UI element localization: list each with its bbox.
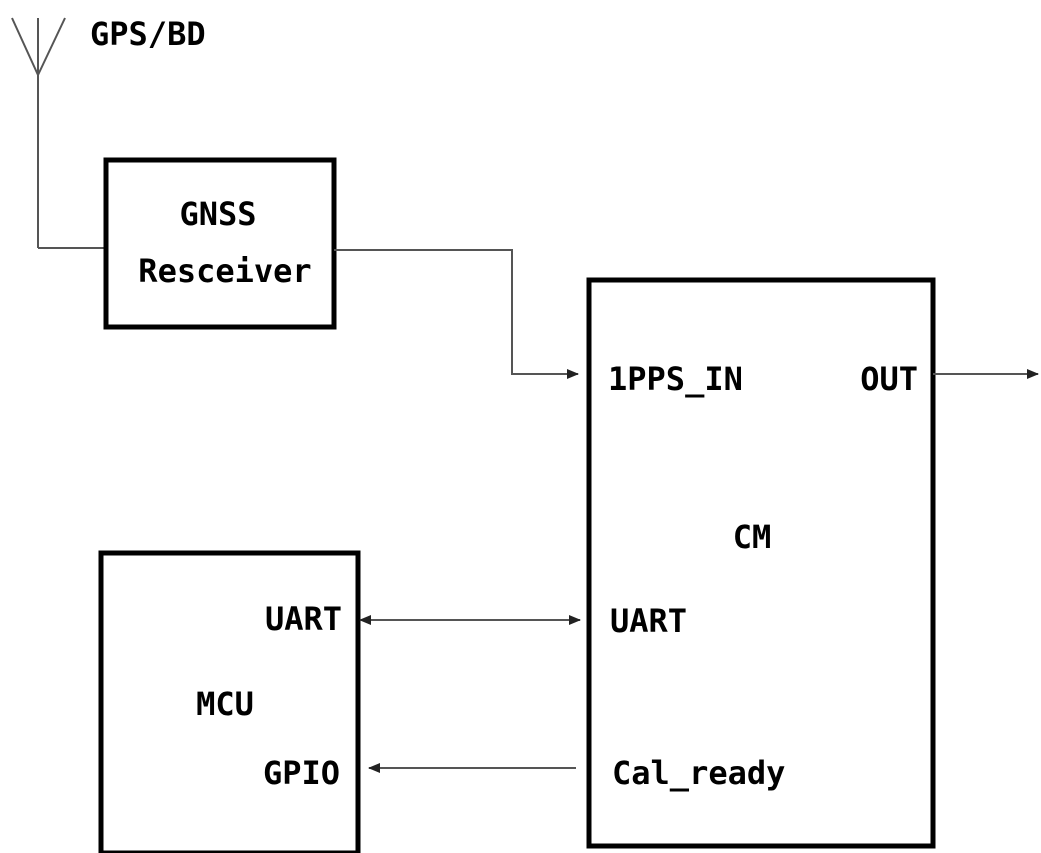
antenna-icon [11, 17, 66, 248]
gnss-receiver-block: GNSS Resceiver [103, 157, 337, 330]
mcu-block: UART MCU GPIO [98, 550, 361, 853]
mcu-name: MCU [196, 685, 254, 723]
cm-block: 1PPS_IN OUT CM UART Cal_ready [586, 277, 936, 849]
mcu-pin-gpio: GPIO [263, 754, 340, 792]
cm-pin-pps-in: 1PPS_IN [608, 360, 743, 398]
gnss-label-line1: GNSS [179, 195, 256, 233]
cm-pin-cal-ready: Cal_ready [612, 754, 785, 792]
antenna-label: GPS/BD [90, 15, 206, 53]
mcu-pin-uart: UART [265, 600, 342, 638]
cm-pin-out: OUT [860, 360, 918, 398]
pps-wire [334, 249, 579, 379]
cm-pin-uart: UART [610, 602, 687, 640]
gnss-label-line2: Resceiver [138, 252, 311, 290]
cm-name: CM [733, 518, 772, 556]
